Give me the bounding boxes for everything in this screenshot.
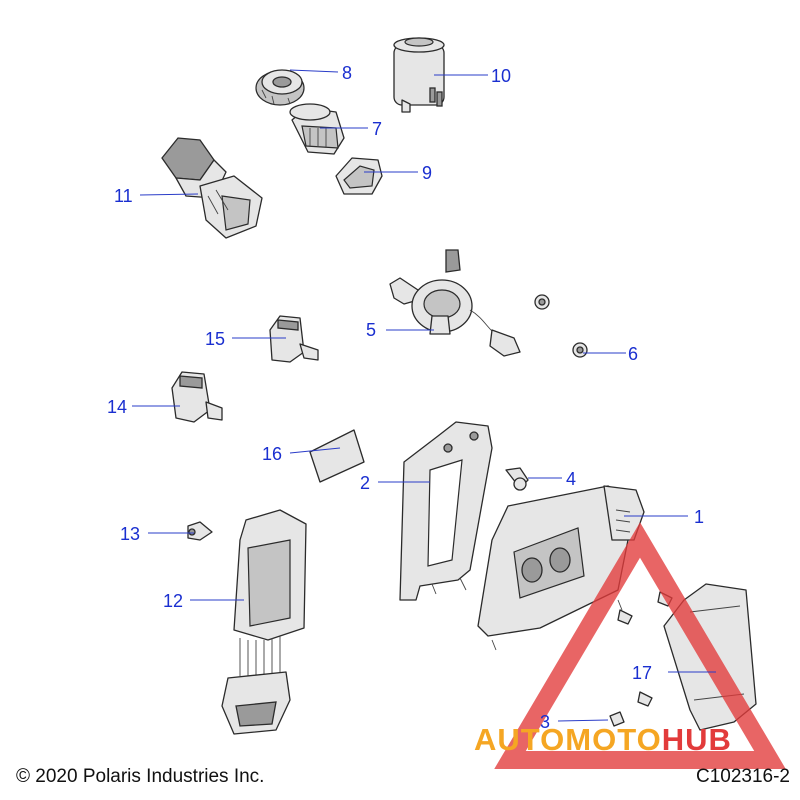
callout-5: 5 xyxy=(366,320,376,340)
part-3-screws xyxy=(609,591,673,727)
watermark-text: AUTOMOTOHUB xyxy=(474,722,732,757)
watermark-part1: AUTOMOTO xyxy=(474,722,662,757)
callout-8: 8 xyxy=(342,63,352,83)
callout-14: 14 xyxy=(107,397,127,417)
callout-2: 2 xyxy=(360,473,370,493)
callout-12: 12 xyxy=(163,591,183,611)
callout-3: 3 xyxy=(540,712,550,732)
callout-17: 17 xyxy=(632,663,652,683)
part-13-screw xyxy=(187,521,213,541)
part-2-bracket xyxy=(399,421,493,601)
part-14-connector xyxy=(171,371,223,423)
callout-1: 1 xyxy=(694,507,704,527)
part-6-fastener xyxy=(572,342,588,358)
part-8-nut-ring xyxy=(255,69,305,106)
callout-16: 16 xyxy=(262,444,282,464)
callout-labels: 8 10 7 9 11 5 6 15 14 16 2 4 1 13 12 17 … xyxy=(107,63,704,732)
drawing-number: C102316-2 xyxy=(696,766,790,787)
part-16-pad xyxy=(309,429,365,483)
copyright-text: © 2020 Polaris Industries Inc. xyxy=(16,766,264,787)
callout-9: 9 xyxy=(422,163,432,183)
part-5-sensor xyxy=(389,249,521,357)
part-15-connector xyxy=(269,315,319,363)
part-4-fastener xyxy=(505,467,529,491)
callout-10: 10 xyxy=(491,66,511,86)
part-10-relay xyxy=(393,37,445,113)
callout-13: 13 xyxy=(120,524,140,544)
part-9-collar xyxy=(335,157,383,195)
leader-lines xyxy=(132,69,716,722)
callout-4: 4 xyxy=(566,469,576,489)
callout-6: 6 xyxy=(628,344,638,364)
watermark-logo xyxy=(494,522,786,769)
part-11-ignition-switch xyxy=(161,137,263,239)
watermark-part2: HUB xyxy=(662,722,732,757)
callout-11: 11 xyxy=(114,186,133,206)
part-5-screw xyxy=(534,294,550,310)
part-12-module xyxy=(221,509,307,735)
callout-15: 15 xyxy=(205,329,225,349)
callout-7: 7 xyxy=(372,119,382,139)
part-7-switch-housing xyxy=(289,103,345,155)
